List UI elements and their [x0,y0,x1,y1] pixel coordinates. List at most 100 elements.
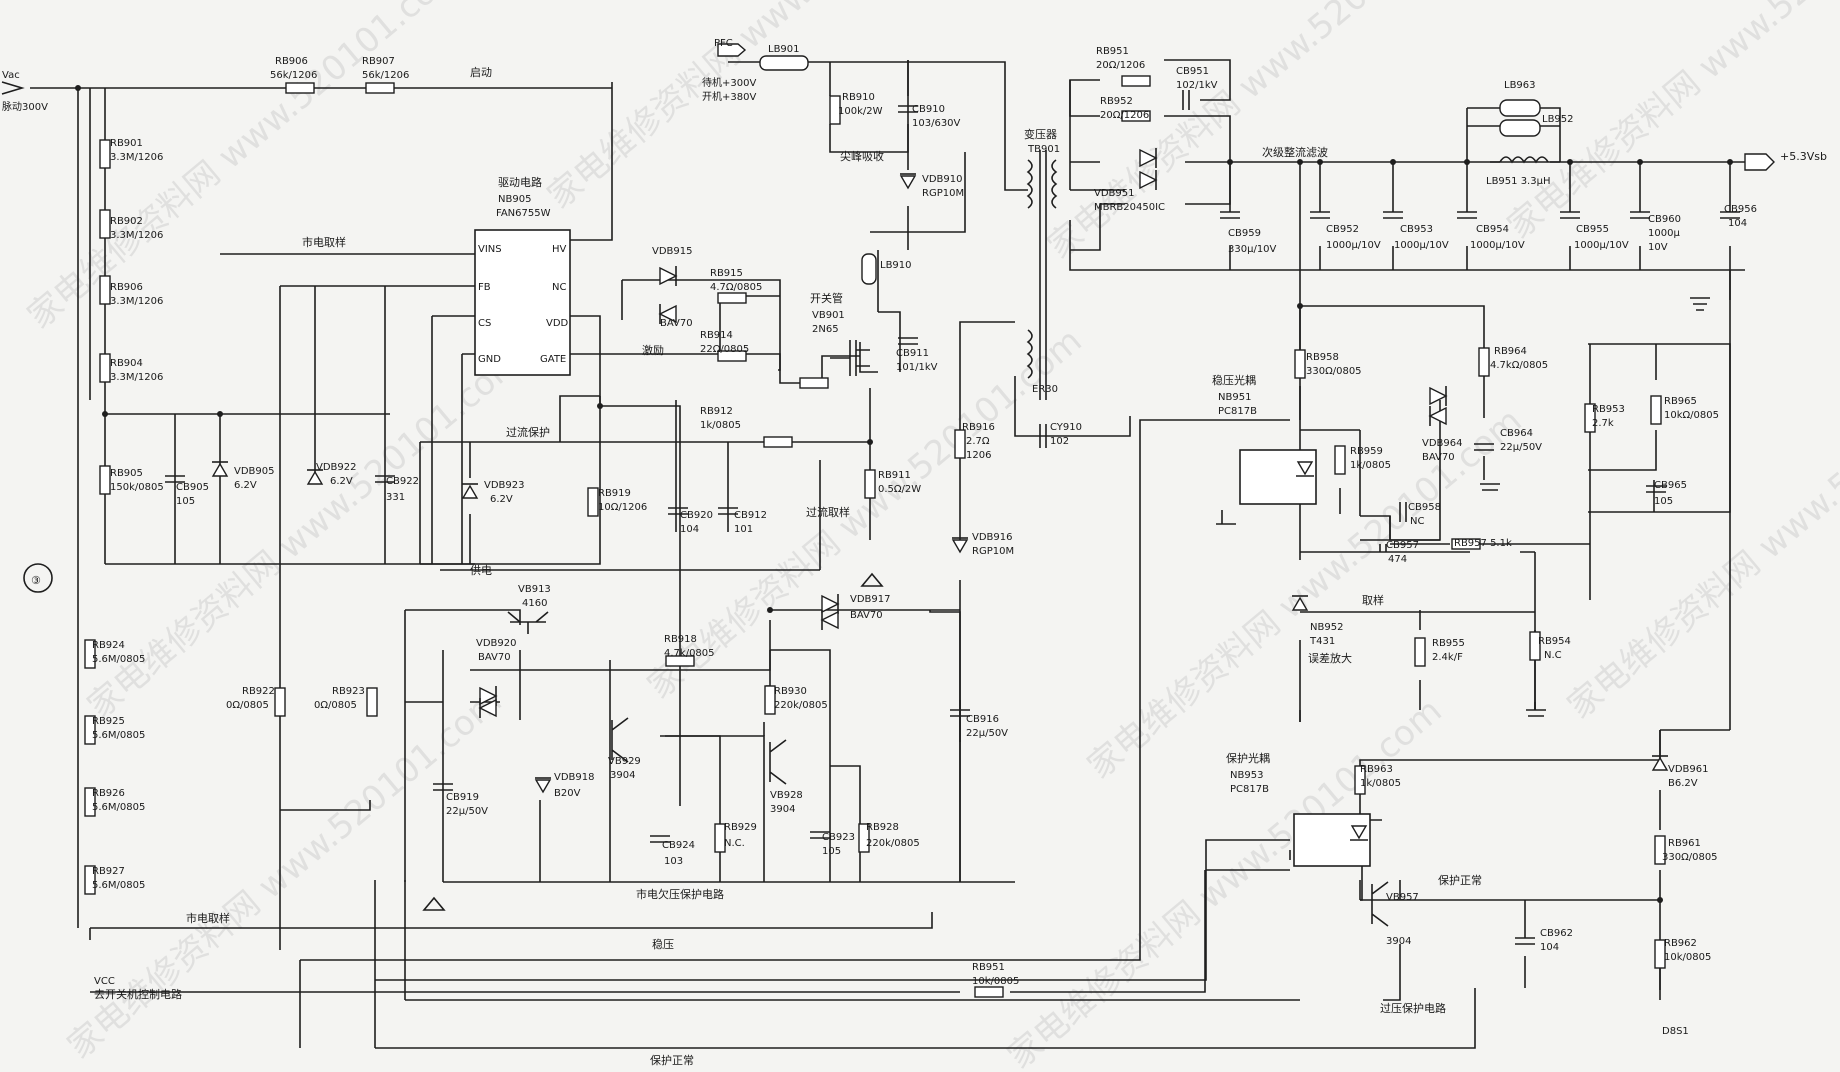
label-rb906v-val: 3.3M/1206 [110,296,163,307]
resistor-rb915 [717,292,747,304]
label-rb901-val: 3.3M/1206 [110,152,163,163]
label-vb929-val: 3904 [610,770,635,781]
watermark-8: 家电维修资料网 www.520101.com [1560,341,1840,727]
resistor-rb919 [587,487,599,517]
label-rb954-val: N.C [1544,650,1562,661]
label-cb920-val: 104 [680,524,699,535]
label-cb959: CB959 [1228,228,1261,239]
label-nb952-val: T431 [1309,636,1335,647]
label-page-code: D8S1 [1662,1026,1689,1037]
label-rb964-val: 4.7kΩ/0805 [1490,360,1548,371]
pfc-connector [717,43,747,57]
label-rb910-val: 100k/2W [838,106,883,117]
resistor-rb951-top [1121,75,1151,87]
label-er30: ER30 [1032,384,1058,395]
label-transformer: 变压器 [1024,127,1057,141]
label-vdb920: VDB920 [476,638,517,649]
label-rb904-val: 3.3M/1206 [110,372,163,383]
resistor-rb906-h [285,82,315,94]
label-rb951-top-val: 20Ω/1206 [1096,60,1145,71]
cap-cb916 [950,709,970,717]
label-lb952: LB952 [1542,114,1574,125]
label-output-5v3: +5.3Vsb [1780,150,1827,163]
label-pin-gnd: GND [478,354,501,365]
label-rb930: RB930 [774,686,807,697]
label-rb961-val: 330Ω/0805 [1662,852,1718,863]
resistor-rb929 [714,823,726,853]
resistor-rb912 [763,436,793,448]
labels: Vac 脉动300V RB906 56k/1206 RB907 56k/1206… [2,38,1827,1067]
label-lb901: LB901 [768,44,800,55]
label-rb906-val: 56k/1206 [270,70,317,81]
label-tb901: TB901 [1027,144,1060,155]
label-power-supply: 供电 [470,563,492,577]
label-cb952-val: 1000μ/10V [1326,240,1381,251]
label-vdb922: VDB922 [316,462,357,473]
label-cb953: CB953 [1400,224,1433,235]
cap-cb911 [898,337,918,345]
label-cb916: CB916 [966,714,999,725]
label-sampling: 取样 [1362,593,1384,607]
resistor-rb905 [99,465,111,495]
label-cb957: CB957 [1386,540,1419,551]
cap-cb905 [165,475,185,483]
label-rb910: RB910 [842,92,875,103]
label-cb960-val: 1000μ [1648,228,1680,239]
label-rb958-val: 330Ω/0805 [1306,366,1362,377]
label-cb905-val: 105 [176,496,195,507]
label-vdb910-val: RGP10M [922,188,964,199]
label-rb927: RB927 [92,866,125,877]
label-cb958: CB958 [1408,502,1441,513]
label-rb907: RB907 [362,56,395,67]
label-rb928-val: 220k/0805 [866,838,920,849]
label-cb956: CB956 [1724,204,1757,215]
label-rb958: RB958 [1306,352,1339,363]
label-cb951: CB951 [1176,66,1209,77]
label-rb928: RB928 [866,822,899,833]
label-vdb910: VDB910 [922,174,963,185]
label-rb912: RB912 [700,406,733,417]
cap-cb922 [375,475,395,483]
cap-cb960 [1630,211,1650,219]
resistor-rb965 [1650,395,1662,425]
label-switch-tube: 开关管 [810,291,843,305]
cap-cb955 [1560,211,1580,219]
label-rb911-val: 0.5Ω/2W [878,484,921,495]
label-rb902-val: 3.3M/1206 [110,230,163,241]
resistor-rb916 [954,429,966,459]
label-vdb918: VDB918 [554,772,595,783]
label-vb901-val: 2N65 [812,324,839,335]
label-rb962: RB962 [1664,938,1697,949]
cap-cb965 [1646,485,1666,493]
label-rb911: RB911 [878,470,911,481]
label-vdb916-val: RGP10M [972,546,1014,557]
mosfet-vb901 [830,340,870,376]
label-rb954: RB954 [1538,636,1571,647]
label-rb922-val: 0Ω/0805 [226,700,269,711]
label-rb952: RB952 [1100,96,1133,107]
resistor-rb952 [1121,110,1151,122]
cap-cb919 [433,783,453,791]
label-cb923: CB923 [822,832,855,843]
inductor-lb952 [1499,119,1541,137]
optocoupler-nb951 [1239,449,1317,505]
label-protection-opto: 保护光耦 [1226,751,1270,765]
label-vdb916: VDB916 [972,532,1013,543]
label-rb915: RB915 [710,268,743,279]
label-rb906: RB906 [275,56,308,67]
cap-cb954 [1457,211,1477,219]
label-pin-cs: CS [478,318,491,329]
label-rb957: RB957 5.1k [1454,538,1512,549]
resistor-rb955 [1414,637,1426,667]
resistor-rb963 [1354,765,1366,795]
label-rb923-val: 0Ω/0805 [314,700,357,711]
resistors [84,75,1666,998]
label-rb924: RB924 [92,640,125,651]
resistor-rb959 [1334,445,1346,475]
label-rb925: RB925 [92,716,125,727]
resistor-rb964 [1478,347,1490,377]
label-standby-300: 待机+300V [702,76,756,89]
label-cb924-val: 103 [664,856,683,867]
label-vdb920-val: BAV70 [478,652,511,663]
label-overcurrent-sample: 过流取样 [806,505,850,519]
